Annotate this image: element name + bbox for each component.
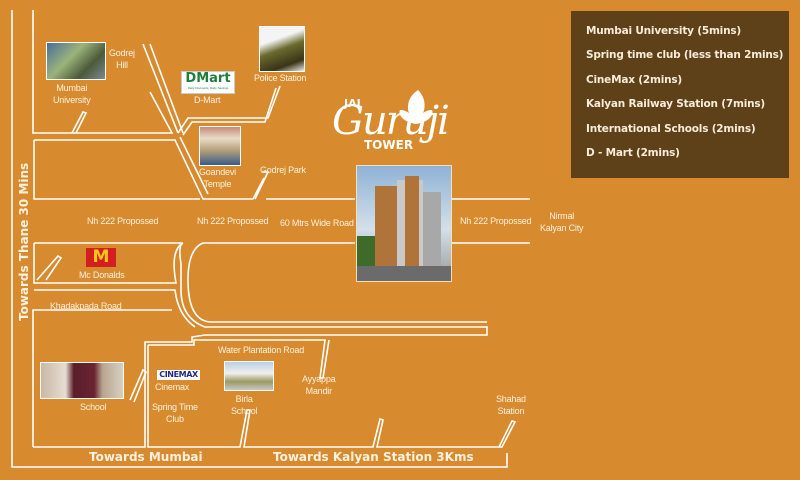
info-item: Spring time club (less than 2mins) (586, 49, 784, 62)
school-photo (40, 362, 124, 399)
direction-thane: Towards Thane 30 Mins (17, 162, 31, 321)
info-item: Mumbai University (5mins) (586, 25, 742, 37)
cinemax-label: Cinemax (155, 382, 190, 392)
shahad-station-label: Shahad Station (496, 394, 526, 416)
goandevi-temple-photo (199, 126, 241, 166)
info-item: International Schools (2mins) (586, 122, 756, 135)
road-nh222-right: Nh 222 Propossed (460, 216, 532, 226)
road-water-plantation: Water Plantation Road (218, 345, 305, 355)
nirmal-kalyan-city-label: Nirmal Kalyan City (540, 211, 584, 233)
mumbai-university-photo (46, 42, 106, 80)
ayyappa-mandir-label: Ayyappa Mandir (302, 374, 336, 396)
direction-mumbai: Towards Mumbai (89, 450, 203, 464)
leaf-icon (399, 90, 433, 124)
road-khadakpada: Khadakpada Road (50, 301, 122, 311)
police-station-photo (259, 26, 305, 72)
logo-name: Guruji (332, 98, 450, 144)
project-logo: JAI Guruji TOWER (330, 90, 450, 156)
dmart-logo: DMart Daily Discounts, Daily Savings (181, 71, 235, 94)
project-tower-photo (356, 165, 452, 282)
spring-time-club-label: Spring Time Club (152, 402, 198, 424)
mcdonalds-label: Mc Donalds (79, 270, 125, 280)
godrej-park-label: Godrej Park (260, 165, 306, 175)
direction-kalyan: Towards Kalyan Station 3Kms (273, 450, 474, 464)
logo-suffix: TOWER (364, 138, 414, 152)
dmart-label: D-Mart (194, 95, 221, 105)
mumbai-university-label: Mumbai University (53, 83, 91, 105)
logo-prefix: JAI (344, 97, 361, 110)
cinemax-logo: CINEMAX (157, 370, 200, 380)
birla-school-photo (224, 361, 274, 391)
godrej-hill-label: Godrej Hill (109, 48, 135, 70)
info-item: CineMax (2mins) (586, 73, 683, 86)
info-item: Kalyan Railway Station (7mins) (586, 98, 766, 111)
road-nh222-mid: Nh 222 Propossed (197, 216, 269, 226)
road-60m-wide: 60 Mtrs Wide Road (280, 218, 354, 228)
distance-info-box: Mumbai University (5mins) Spring time cl… (571, 11, 789, 178)
mcdonalds-logo: M (86, 248, 116, 267)
police-station-label: Police Station (254, 73, 307, 83)
birla-school-label: Birla School (231, 394, 258, 416)
info-item: D - Mart (2mins) (586, 146, 680, 159)
school-label: School (80, 402, 107, 412)
goandevi-temple-label: Goandevi Temple (199, 167, 236, 189)
road-nh222-left: Nh 222 Propossed (87, 216, 159, 226)
